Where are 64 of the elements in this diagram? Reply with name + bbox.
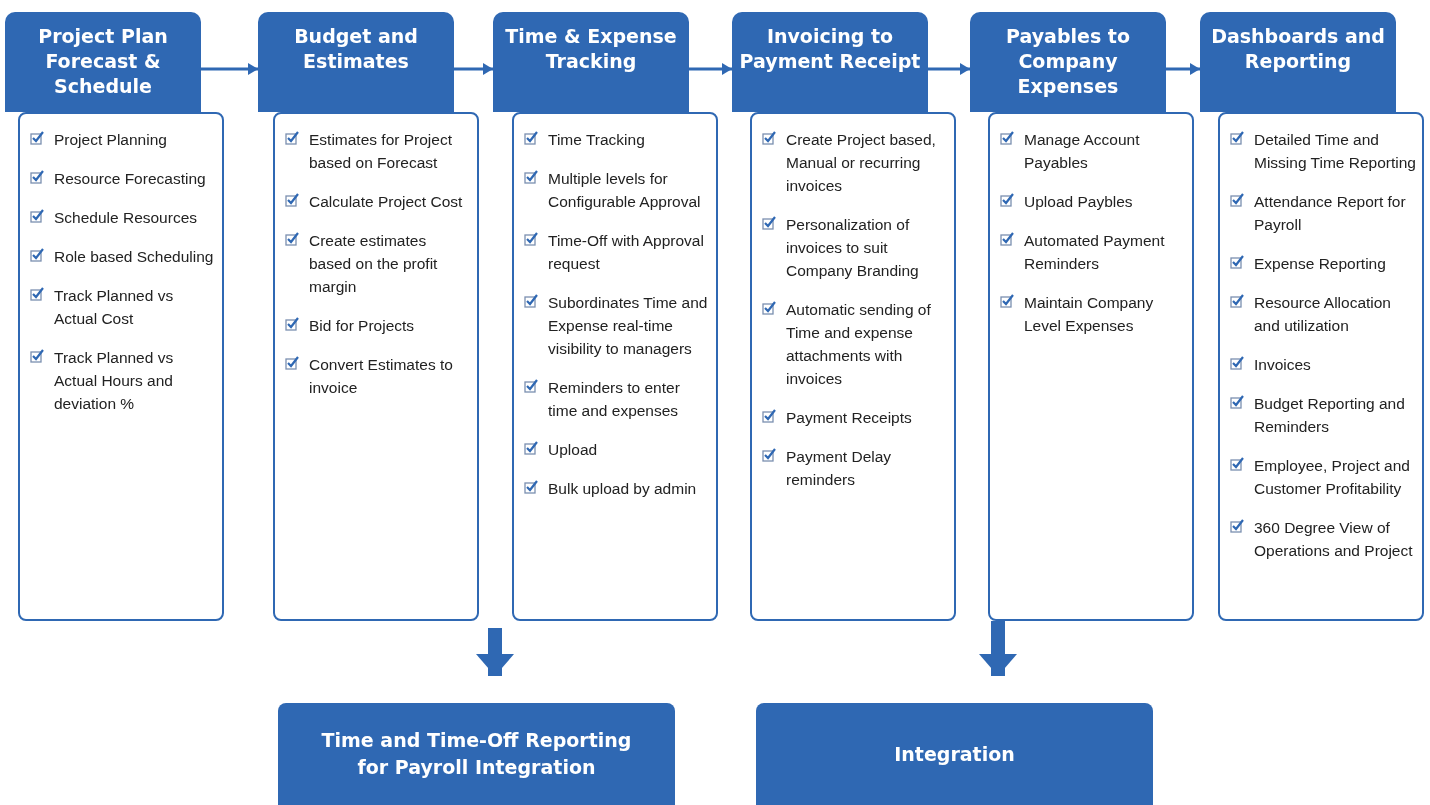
stage-header (732, 12, 928, 112)
stage-title: Dashboards and Reporting (1210, 24, 1386, 74)
feature-item: Invoices (1254, 355, 1311, 375)
feature-item: Automated Payment Reminders (1024, 231, 1166, 274)
feature-card (273, 112, 479, 621)
feature-item: Bid for Projects (309, 316, 415, 336)
arrow (928, 63, 970, 75)
feature-item: Manage Account Payables (1024, 130, 1141, 173)
integration-title: Integration (894, 741, 1015, 767)
arrow (454, 63, 493, 75)
feature-item: Personalization of invoices to suit Company Branding (786, 215, 920, 281)
stage-header (493, 12, 689, 112)
feature-item: Detailed Time and Missing Time Reporting (1254, 130, 1416, 173)
feature-item: Estimates for Project based on Forecast (309, 130, 453, 173)
feature-item: Calculate Project Cost (309, 192, 463, 212)
arrow (689, 63, 732, 75)
feature-item: Role based Scheduling (54, 247, 214, 267)
feature-item: Attendance Report for Payroll (1254, 192, 1407, 235)
feature-item: Reminders to enter time and expenses (548, 378, 681, 421)
stage-header (258, 12, 454, 112)
feature-item: Create Project based, Manual or recurring invoices (786, 130, 937, 196)
stage-header (5, 12, 201, 112)
feature-card (988, 112, 1194, 621)
feature-item: Automatic sending of Time and expense attachments with invoices (786, 300, 932, 389)
integration-box (756, 703, 1153, 805)
feature-item: Employee, Project and Customer Profitability (1254, 456, 1411, 499)
feature-card (512, 112, 718, 621)
feature-item: Multiple levels for Configurable Approval (548, 169, 702, 212)
feature-card (750, 112, 956, 621)
feature-item: Time-Off with Approval request (548, 231, 705, 274)
arrow (201, 63, 258, 75)
down-arrow (979, 621, 1017, 676)
stage-title: Invoicing to Payment Receipt (738, 24, 922, 74)
feature-item: Schedule Resources (54, 208, 198, 228)
feature-item: Time Tracking (548, 130, 645, 150)
stage-title: Project Plan Forecast & Schedule (37, 24, 169, 99)
feature-item: Expense Reporting (1254, 254, 1386, 274)
feature-card (18, 112, 224, 621)
feature-item: Payment Delay reminders (786, 447, 893, 490)
feature-card (1218, 112, 1424, 621)
feature-item: Resource Forecasting (54, 169, 206, 189)
stage-title: Time & Expense Tracking (504, 24, 678, 74)
feature-item: Convert Estimates to invoice (309, 355, 454, 398)
stage-title: Budget and Estimates (293, 24, 419, 74)
feature-item: Project Planning (54, 130, 167, 150)
feature-item: Upload Paybles (1024, 192, 1133, 212)
integration-box (278, 703, 675, 805)
arrow (1166, 63, 1200, 75)
feature-item: Payment Receipts (786, 408, 912, 428)
feature-item: Maintain Company Level Expenses (1024, 293, 1155, 336)
feature-item: Resource Allocation and utilization (1254, 293, 1392, 336)
integration-title: Time and Time-Off Reporting for Payroll Integration (320, 728, 633, 780)
feature-item: Track Planned vs Actual Hours and deviation % (54, 348, 175, 414)
feature-item: 360 Degree View of Operations and Project (1254, 518, 1414, 561)
stage-header (970, 12, 1166, 112)
feature-item: Create estimates based on the profit margin (309, 231, 439, 297)
stage-title: Payables to Company Expenses (1005, 24, 1131, 99)
feature-item: Track Planned vs Actual Cost (54, 286, 175, 329)
feature-item: Subordinates Time and Expense real-time visibility to managers (548, 293, 709, 359)
down-arrow (476, 628, 514, 676)
feature-item: Bulk upload by admin (548, 479, 697, 499)
stage-header (1200, 12, 1396, 112)
feature-item: Budget Reporting and Reminders (1254, 394, 1406, 437)
feature-item: Upload (548, 440, 598, 460)
